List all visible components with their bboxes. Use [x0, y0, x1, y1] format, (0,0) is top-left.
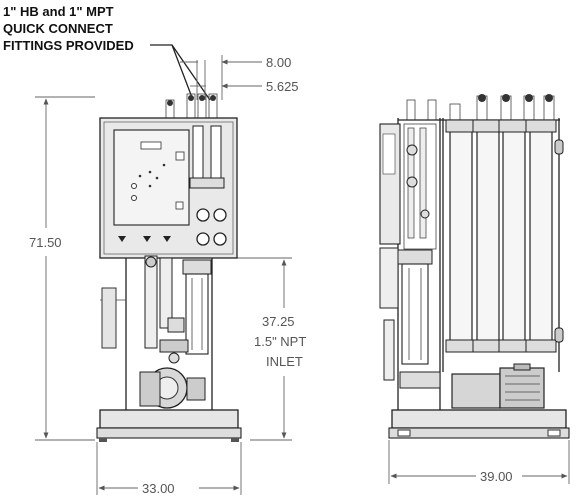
dimension-37-25-label: 37.25: [262, 314, 295, 329]
dimension-33-00-label: 33.00: [142, 481, 175, 496]
callout-line-3: FITTINGS PROVIDED: [3, 38, 134, 53]
height-dimension: 71.50: [29, 96, 95, 441]
callout-note: 1" HB and 1" MPT QUICK CONNECT FITTINGS …: [3, 4, 211, 101]
front-view: [96, 93, 242, 442]
dimension-39-00-label: 39.00: [480, 469, 513, 484]
dimension-5-625-label: 5.625: [266, 79, 299, 94]
dimension-71-50-label: 71.50: [29, 235, 62, 250]
callout-leader-line-2: [171, 44, 211, 101]
callout-line-1: 1" HB and 1" MPT: [3, 4, 114, 19]
inlet-label-line-2: INLET: [266, 354, 303, 369]
dimension-8-00-label: 8.00: [266, 55, 291, 70]
top-dimensions: 8.00 5.625: [180, 55, 299, 100]
callout-line-2: QUICK CONNECT: [3, 21, 113, 36]
callout-leader-line: [150, 44, 194, 101]
side-width-dimension: 39.00: [388, 440, 570, 484]
inlet-label-line-1: 1.5" NPT: [254, 334, 306, 349]
front-width-dimension: 33.00: [96, 442, 242, 496]
side-view: [379, 94, 570, 439]
